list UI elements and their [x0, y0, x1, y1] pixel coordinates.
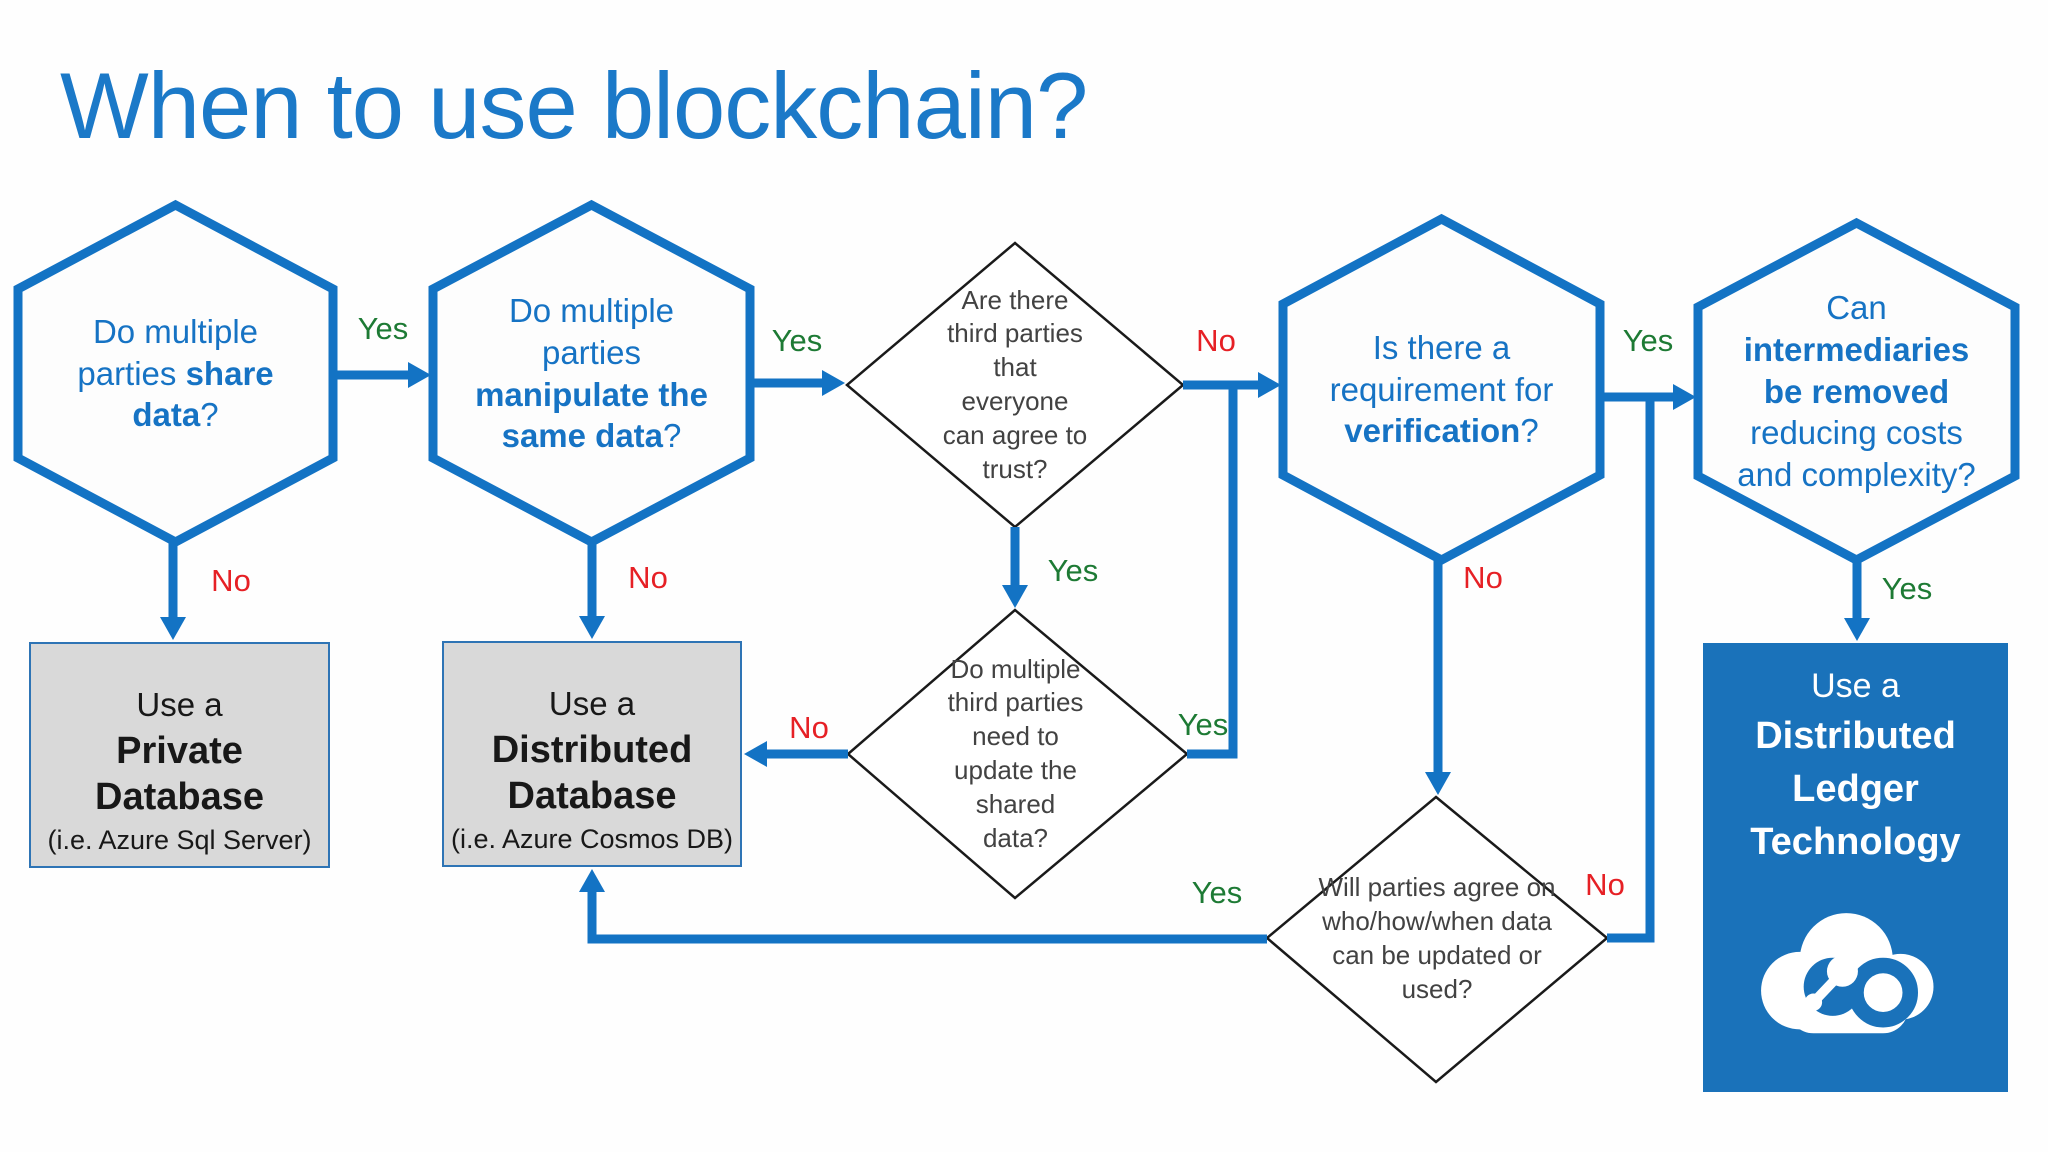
box-intro: Use a	[548, 685, 636, 722]
label-d3-no: No	[1585, 867, 1625, 902]
arrowhead	[1425, 772, 1451, 795]
arrowhead	[744, 741, 767, 767]
label-h1-no: No	[211, 563, 251, 598]
text-segment-bold: intermediaries be removed	[1743, 330, 1970, 410]
box-subtitle: (i.e. Azure Sql Server)	[47, 824, 312, 855]
arrowhead	[579, 869, 605, 892]
diamond-parties-agree	[1265, 795, 1609, 1084]
box-name: Distributed Ledger Technology	[1750, 715, 1961, 864]
edge-d3-no-up-join	[1607, 397, 1655, 943]
text-segment: ?	[1520, 412, 1539, 450]
label-d2-yes: Yes	[1177, 707, 1229, 742]
edge-d3-yes-return-to-distributed-db	[587, 890, 1267, 944]
arrowhead	[408, 362, 431, 388]
label-h3-no: No	[1463, 560, 1503, 595]
private-database-box: Use a Private Database (i.e. Azure Sql S…	[29, 642, 330, 868]
hexagon-intermediaries-text: Can intermediaries be removed reducing c…	[1698, 223, 2015, 560]
label-h1-yes: Yes	[357, 311, 409, 346]
text-segment: Can	[1826, 288, 1887, 326]
hexagon-manipulate-data-text: Do multiple parties manipulate the same …	[433, 205, 750, 542]
box-subtitle: (i.e. Azure Cosmos DB)	[450, 823, 734, 854]
diamond-text: Do multiple third parties need to update…	[947, 653, 1084, 853]
page-title: When to use blockchain?	[60, 53, 1088, 158]
diamond-update-shared-data	[846, 608, 1189, 900]
arrowhead	[1673, 384, 1696, 410]
label-h2-no: No	[628, 560, 668, 595]
box-intro: Use a	[1811, 667, 1900, 705]
label-d1-no: No	[1196, 323, 1236, 358]
label-d1-yes: Yes	[1047, 553, 1099, 588]
box-name: Private Database	[95, 730, 264, 819]
label-h3-yes: Yes	[1622, 323, 1674, 358]
arrowhead	[822, 370, 845, 396]
text-segment-bold: verification	[1344, 412, 1521, 450]
box-name: Distributed Database	[491, 729, 693, 818]
diamond-update-shared-data-text: Do multiple third parties need to update…	[938, 625, 1093, 883]
hexagon-verification-text: Is there a requirement for verification?	[1283, 219, 1600, 560]
text-segment-bold: share data	[132, 354, 274, 434]
distributed-database-box: Use a Distributed Database (i.e. Azure C…	[442, 641, 742, 867]
arrowhead	[1258, 372, 1281, 398]
edge-d2-yes-up-join	[1187, 385, 1238, 759]
text-segment: ?	[200, 396, 219, 434]
arrowhead	[579, 616, 605, 639]
hexagon-share-data-text: Do multiple parties share data?	[18, 205, 333, 542]
text-segment: ?	[663, 417, 682, 455]
diamond-third-parties-trust-text: Are there third parties that everyone ca…	[930, 253, 1100, 517]
box-intro: Use a	[136, 686, 223, 723]
label-h4-yes: Yes	[1881, 571, 1933, 606]
text-segment-bold: manipulate the same data	[475, 375, 708, 455]
arrowhead	[160, 617, 186, 640]
cloud-blockchain-icon	[1703, 886, 2008, 1077]
text-segment: Do multiple parties	[77, 312, 259, 392]
diamond-text: Will parties agree on who/how/when data …	[1318, 872, 1556, 1004]
distributed-ledger-box: Use a Distributed Ledger Technology	[1703, 643, 2008, 1092]
diamond-parties-agree-text: Will parties agree on who/how/when data …	[1302, 812, 1572, 1066]
diamond-text: Are there third parties that everyone ca…	[942, 284, 1088, 484]
arrowhead	[1002, 585, 1028, 608]
text-segment: Is there a requirement for	[1329, 328, 1554, 408]
label-d2-no: No	[789, 710, 829, 745]
label-d3-yes: Yes	[1191, 875, 1243, 910]
arrowhead	[1844, 618, 1870, 641]
label-h2-yes: Yes	[771, 323, 823, 358]
text-segment: reducing costs and complexity?	[1737, 414, 1976, 494]
text-segment: Do multiple parties	[508, 291, 675, 371]
